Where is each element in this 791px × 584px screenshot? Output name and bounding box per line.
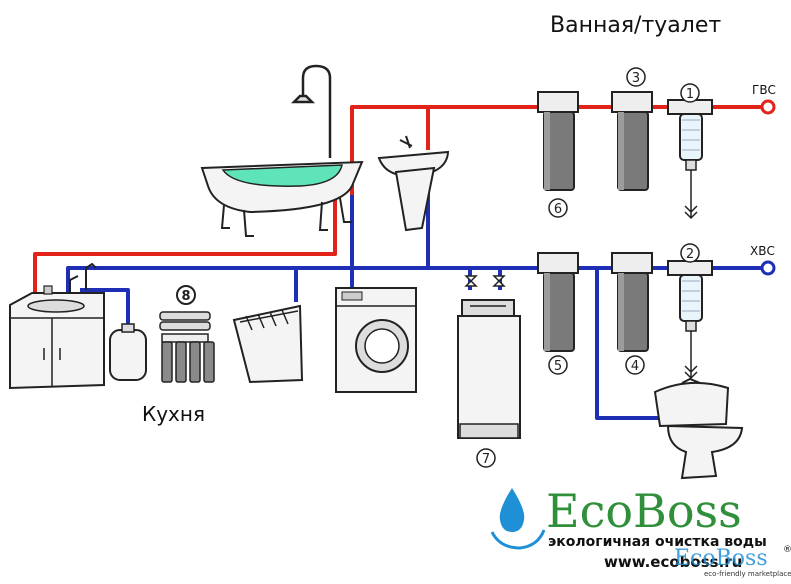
marker-4: 4 [625,355,645,375]
ecoboss-logo [490,488,546,550]
marker-5: 5 [548,355,568,375]
cold-water-pipes [66,168,765,420]
hand-icon [490,529,546,550]
marker-1: 1 [680,83,700,103]
cold-ro-branch [80,288,130,330]
cold-main-pipe [66,266,765,296]
filter-housing-3 [611,91,653,191]
brand-website: www.ecoboss.ru [604,553,742,571]
marker-4-label: 4 [631,359,639,374]
marker-8-label: 8 [181,289,190,304]
marker-2: 2 [680,243,700,263]
marker-3-label: 3 [632,71,640,86]
marker-6-label: 6 [554,202,562,217]
filter-housing-6 [537,91,579,191]
washing-machine-icon [335,287,417,393]
pedestal-sink-icon [377,135,450,232]
marker-3: 3 [626,67,646,87]
shower-head-icon [290,64,332,158]
mesh-filter-2 [667,260,713,380]
kitchen-title: Кухня [142,402,205,426]
watermark-name: EcoBoss [674,546,768,571]
water-drop-icon [499,488,525,532]
marker-5-label: 5 [554,359,562,374]
mesh-filter-1 [667,99,713,220]
watermark-tagline: eco-friendly marketplace [704,570,791,578]
cold-toilet-branch [595,268,662,420]
filter-housing-5 [537,252,579,352]
hot-line-label: ГВС [752,83,776,97]
ro-storage-tank-icon [109,323,147,381]
brand-name: EcoBoss [546,484,742,538]
filter-housing-4 [611,252,653,352]
marker-8: 8 [176,285,196,305]
hot-kitchen-branch [33,190,337,295]
toilet-icon [653,377,744,480]
marker-7-label: 7 [482,452,490,467]
brand-tagline: экологичная очистка воды [548,534,767,550]
marker-2-label: 2 [686,247,694,262]
water-softener-icon [457,275,521,439]
bathtub-icon [200,160,364,237]
registered-mark: ® [783,545,791,555]
marker-1-label: 1 [686,87,694,102]
marker-7: 7 [476,448,496,468]
kitchen-sink-cabinet-icon [9,262,105,390]
cold-line-label: ХВС [750,244,775,258]
cold-inlet-valve-icon [760,260,776,276]
marker-6: 6 [548,198,568,218]
bathroom-title: Ванная/туалет [550,13,721,38]
reverse-osmosis-icon [159,311,215,383]
hot-inlet-valve-icon [760,99,776,115]
dishwasher-icon [232,304,304,384]
